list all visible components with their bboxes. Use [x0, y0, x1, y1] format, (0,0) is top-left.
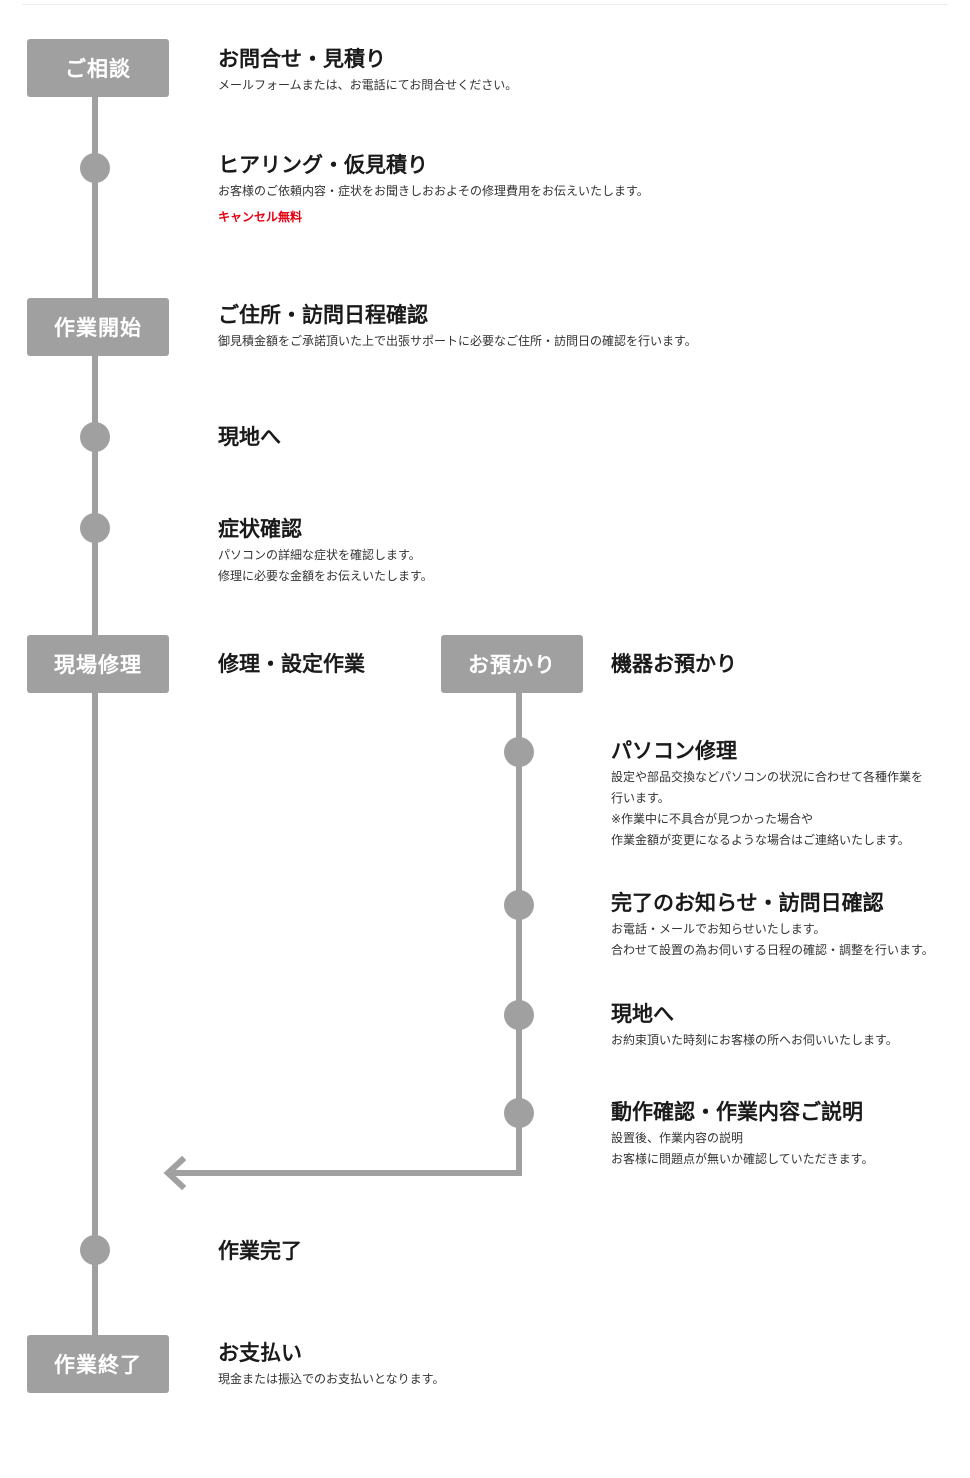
timeline-dot-to-site-2 [504, 1000, 534, 1030]
step-title: 機器お預かり [611, 652, 737, 676]
timeline-dot-pc-repair [504, 737, 534, 767]
phase-badge-start: 作業開始 [27, 298, 169, 356]
phase-badge-end: 作業終了 [27, 1335, 169, 1393]
step-repair-setup: 修理・設定作業 [218, 650, 365, 678]
phase-badge-consult: ご相談 [27, 39, 169, 97]
step-title: パソコン修理 [611, 739, 737, 763]
step-desc-line: 行います。 [611, 791, 670, 805]
cancel-free-note: キャンセル無料 [218, 210, 303, 224]
step-operation-check: 動作確認・作業内容ご説明 設置後、作業内容の説明 お客様に問題点が無いか確認して… [611, 1098, 873, 1170]
step-desc: お客様のご依頼内容・症状をお聞きしおおよその修理費用をお伝えいたします。 [218, 184, 649, 198]
step-title: ヒアリング・仮見積り [218, 153, 428, 177]
step-done-notice: 完了のお知らせ・訪問日確認 お電話・メールでお知らせいたします。 合わせて設置の… [611, 889, 934, 961]
step-desc: 御見積金額をご承諾頂いた上で出張サポートに必要なご住所・訪問日の確認を行います。 [218, 334, 697, 348]
timeline-dot-to-site [80, 422, 110, 452]
step-to-site-2: 現地へ お約束頂いた時刻にお客様の所へお伺いいたします。 [611, 1000, 898, 1051]
step-desc-line: パソコンの詳細な症状を確認します。 [218, 548, 421, 562]
timeline-dot-work-complete [80, 1235, 110, 1265]
step-desc: メールフォームまたは、お電話にてお問合せください。 [218, 78, 518, 92]
step-device-deposit: 機器お預かり [611, 650, 737, 678]
step-title: 現地へ [218, 425, 281, 449]
step-desc-line: お電話・メールでお知らせいたします。 [611, 922, 826, 936]
timeline-dot-operation-check [504, 1098, 534, 1128]
step-title: 症状確認 [218, 517, 302, 541]
step-desc: お約束頂いた時刻にお客様の所へお伺いいたします。 [611, 1033, 898, 1047]
main-timeline-rail [92, 60, 98, 1370]
step-desc-line: お客様に問題点が無いか確認していただきます。 [611, 1152, 874, 1166]
step-title: 完了のお知らせ・訪問日確認 [611, 891, 884, 915]
step-payment: お支払い 現金または振込でのお支払いとなります。 [218, 1339, 444, 1390]
step-desc-line: 作業金額が変更になるような場合はご連絡いたします。 [611, 833, 910, 847]
step-work-complete: 作業完了 [218, 1237, 302, 1265]
step-symptom: 症状確認 パソコンの詳細な症状を確認します。 修理に必要な金額をお伝えいたします… [218, 515, 433, 587]
step-desc-line: 設置後、作業内容の説明 [611, 1131, 744, 1145]
step-title: 現地へ [611, 1002, 674, 1026]
phase-badge-onsite: 現場修理 [27, 635, 169, 693]
step-title: ご住所・訪問日程確認 [218, 303, 428, 327]
step-title: 作業完了 [218, 1239, 302, 1263]
step-hearing: ヒアリング・仮見積り お客様のご依頼内容・症状をお聞きしおおよその修理費用をお伝… [218, 151, 649, 226]
step-to-site: 現地へ [218, 423, 281, 451]
step-address: ご住所・訪問日程確認 御見積金額をご承諾頂いた上で出張サポートに必要なご住所・訪… [218, 301, 697, 352]
step-pc-repair: パソコン修理 設定や部品交換などパソコンの状況に合わせて各種作業を 行います。 … [611, 737, 923, 851]
step-desc-line: 合わせて設置の為お伺いする日程の確認・調整を行います。 [611, 943, 934, 957]
step-title: お支払い [218, 1341, 302, 1365]
top-divider [22, 4, 948, 5]
step-desc-line: 設定や部品交換などパソコンの状況に合わせて各種作業を [611, 770, 924, 784]
timeline-dot-hearing [80, 153, 110, 183]
step-inquiry: お問合せ・見積り メールフォームまたは、お電話にてお問合せください。 [218, 45, 517, 96]
timeline-dot-done-notice [504, 890, 534, 920]
step-title: 修理・設定作業 [218, 652, 365, 676]
step-desc-line: 修理に必要な金額をお伝えいたします。 [218, 569, 433, 583]
step-desc-line: ※作業中に不具合が見つかった場合や [611, 812, 814, 826]
step-desc: 現金または振込でのお支払いとなります。 [218, 1372, 445, 1386]
phase-badge-deposit: お預かり [441, 635, 583, 693]
step-title: お問合せ・見積り [218, 47, 386, 71]
timeline-dot-symptom [80, 513, 110, 543]
step-title: 動作確認・作業内容ご説明 [611, 1100, 863, 1124]
